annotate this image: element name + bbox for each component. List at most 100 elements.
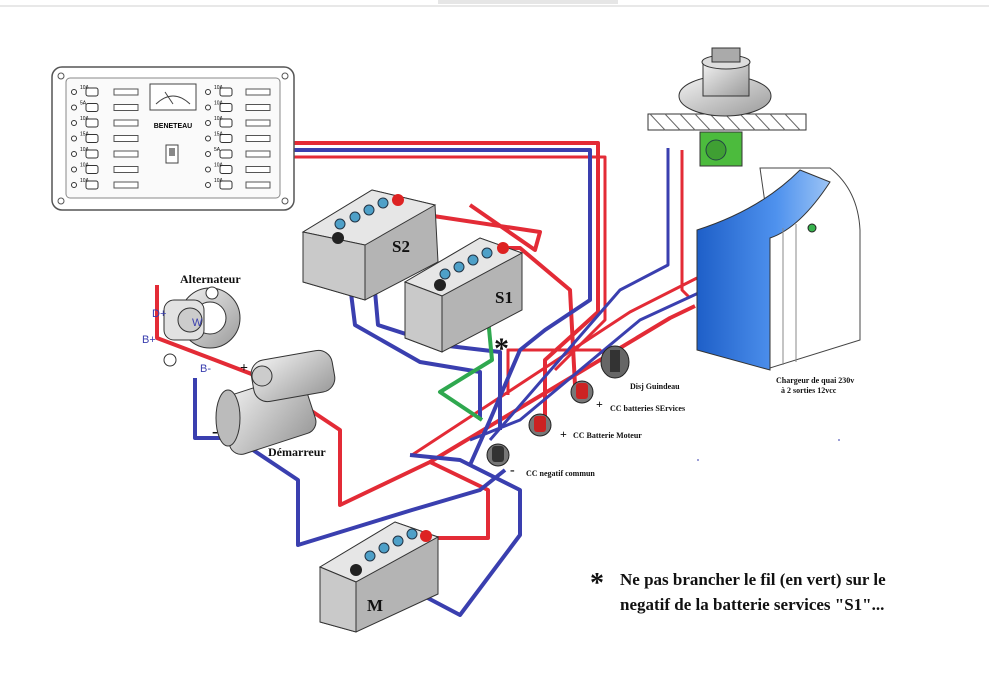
label-cc-services: CC batteries SErvices <box>610 404 685 413</box>
circuit-name-plate <box>113 150 139 158</box>
label-battery-m: M <box>367 596 383 615</box>
label-cc-services-plus: + <box>596 397 603 411</box>
wire-charger-negative <box>469 288 706 442</box>
circuit-toggle <box>85 165 99 174</box>
label-b-plus: B+ <box>142 334 156 346</box>
circuit-toggle <box>85 134 99 143</box>
fuse-rating-label: 10A <box>214 101 224 107</box>
wire-motor-positive <box>429 460 490 540</box>
fuse-rating-label: 10A <box>80 178 90 184</box>
asterisk-wire: * <box>494 332 509 365</box>
asterisk-note: * <box>590 568 604 599</box>
circuit-toggle <box>85 103 99 112</box>
note-line-1: Ne pas brancher le fil (en vert) sur le <box>620 570 886 589</box>
fuse-rating-label: 10A <box>80 163 90 169</box>
label-cc-moteur: CC Batterie Moteur <box>573 431 642 440</box>
circuit-toggle <box>85 87 99 97</box>
fuse-rating-label: 15A <box>214 132 224 138</box>
circuit-name-plate <box>113 181 139 189</box>
fuse-rating-label: 10A <box>214 178 224 184</box>
switch-cc-services <box>570 380 594 404</box>
top-tab-bar <box>438 0 618 4</box>
volt-meter <box>149 83 197 111</box>
circuit-toggle <box>219 149 233 159</box>
windlass <box>647 47 807 167</box>
circuit-toggle <box>219 165 233 174</box>
fuse-led-icon <box>205 89 211 95</box>
circuit-name-plate <box>245 150 271 158</box>
fuse-led-icon <box>205 104 211 111</box>
fuse-led-icon <box>205 135 211 142</box>
label-disj-guindeau: Disj Guindeau <box>630 382 680 391</box>
label-alternateur: Alternateur <box>180 272 241 286</box>
fuse-rating-label: 10A <box>80 85 90 91</box>
label-cc-negatif-minus: - <box>510 463 515 478</box>
fuse-led-icon <box>71 135 77 142</box>
label-starter-plus: + <box>240 361 248 376</box>
fuse-rating-label: 10A <box>214 163 224 169</box>
fuse-rating-label: 5A <box>80 101 87 107</box>
label-b-minus: B- <box>200 363 211 375</box>
fuse-led-icon <box>205 151 211 157</box>
panel-brand: BENETEAU <box>154 123 193 130</box>
fuse-rating-label: 10A <box>214 85 224 91</box>
circuit-name-plate <box>113 104 139 111</box>
starter <box>215 349 336 455</box>
label-w: W <box>192 317 203 329</box>
label-battery-s2: S2 <box>392 237 410 256</box>
label-chargeur-line2: à 2 sorties 12vcc <box>781 386 837 395</box>
fuse-led-icon <box>71 166 77 173</box>
switch-guindeau <box>600 345 630 379</box>
wire-charger-out <box>411 276 698 457</box>
fuse-led-icon <box>205 182 211 188</box>
circuit-toggle <box>85 149 99 159</box>
note-line-2: negatif de la batterie services "S1"... <box>620 595 884 614</box>
battery-s2 <box>301 189 439 301</box>
fuse-rating-label: 5A <box>214 147 221 153</box>
circuit-toggle <box>219 118 233 128</box>
fuse-led-icon <box>71 120 77 126</box>
wire-panel-negative <box>293 148 592 466</box>
circuit-toggle <box>219 134 233 143</box>
label-cc-negatif: CC negatif commun <box>526 469 595 478</box>
circuit-name-plate <box>113 166 139 173</box>
circuit-name-plate <box>113 119 139 127</box>
alternator <box>163 286 241 367</box>
label-battery-s1: S1 <box>495 288 513 307</box>
wire-windlass-feed <box>680 150 692 300</box>
beneteau-panel: BENETEAU 10A 5A 10A 15A 10A 10A 10A 10A 10A 10A 15… <box>51 66 295 211</box>
wire-starter-charger <box>260 304 696 507</box>
battery-s1 <box>403 237 524 353</box>
label-demarreur: Démarreur <box>268 445 326 459</box>
switch-cc-negatif <box>486 443 510 467</box>
fuse-led-icon <box>205 120 211 126</box>
fuse-led-icon <box>71 151 77 157</box>
wire-alternator-negative <box>193 378 507 547</box>
circuit-name-plate <box>113 135 139 142</box>
circuit-toggle <box>85 118 99 128</box>
wire-s1-cc-services <box>503 246 577 386</box>
positive-wires <box>155 141 698 540</box>
fuse-rating-label: 15A <box>80 132 90 138</box>
label-cc-moteur-plus: + <box>560 427 567 441</box>
wire-windlass-negative <box>488 148 670 441</box>
label-starter-minus: - <box>212 421 218 441</box>
wire-motor-negative <box>364 453 522 617</box>
circuit-name-plate <box>245 104 271 111</box>
circuit-name-plate <box>245 181 271 189</box>
wire-panel-positive <box>293 141 600 402</box>
circuit-name-plate <box>245 88 271 96</box>
battery-m <box>318 521 440 633</box>
circuit-name-plate <box>245 166 271 173</box>
negative-wires <box>193 148 706 617</box>
fuse-rating-label: 10A <box>80 116 90 122</box>
fuse-led-icon <box>71 182 77 188</box>
circuit-name-plate <box>245 119 271 127</box>
label-chargeur-line1: Chargeur de quai 230v <box>776 376 854 385</box>
circuit-name-plate <box>113 88 139 96</box>
fuse-rating-label: 10A <box>214 116 224 122</box>
wire-s2-negative <box>343 244 482 420</box>
fuse-led-icon <box>71 104 77 111</box>
